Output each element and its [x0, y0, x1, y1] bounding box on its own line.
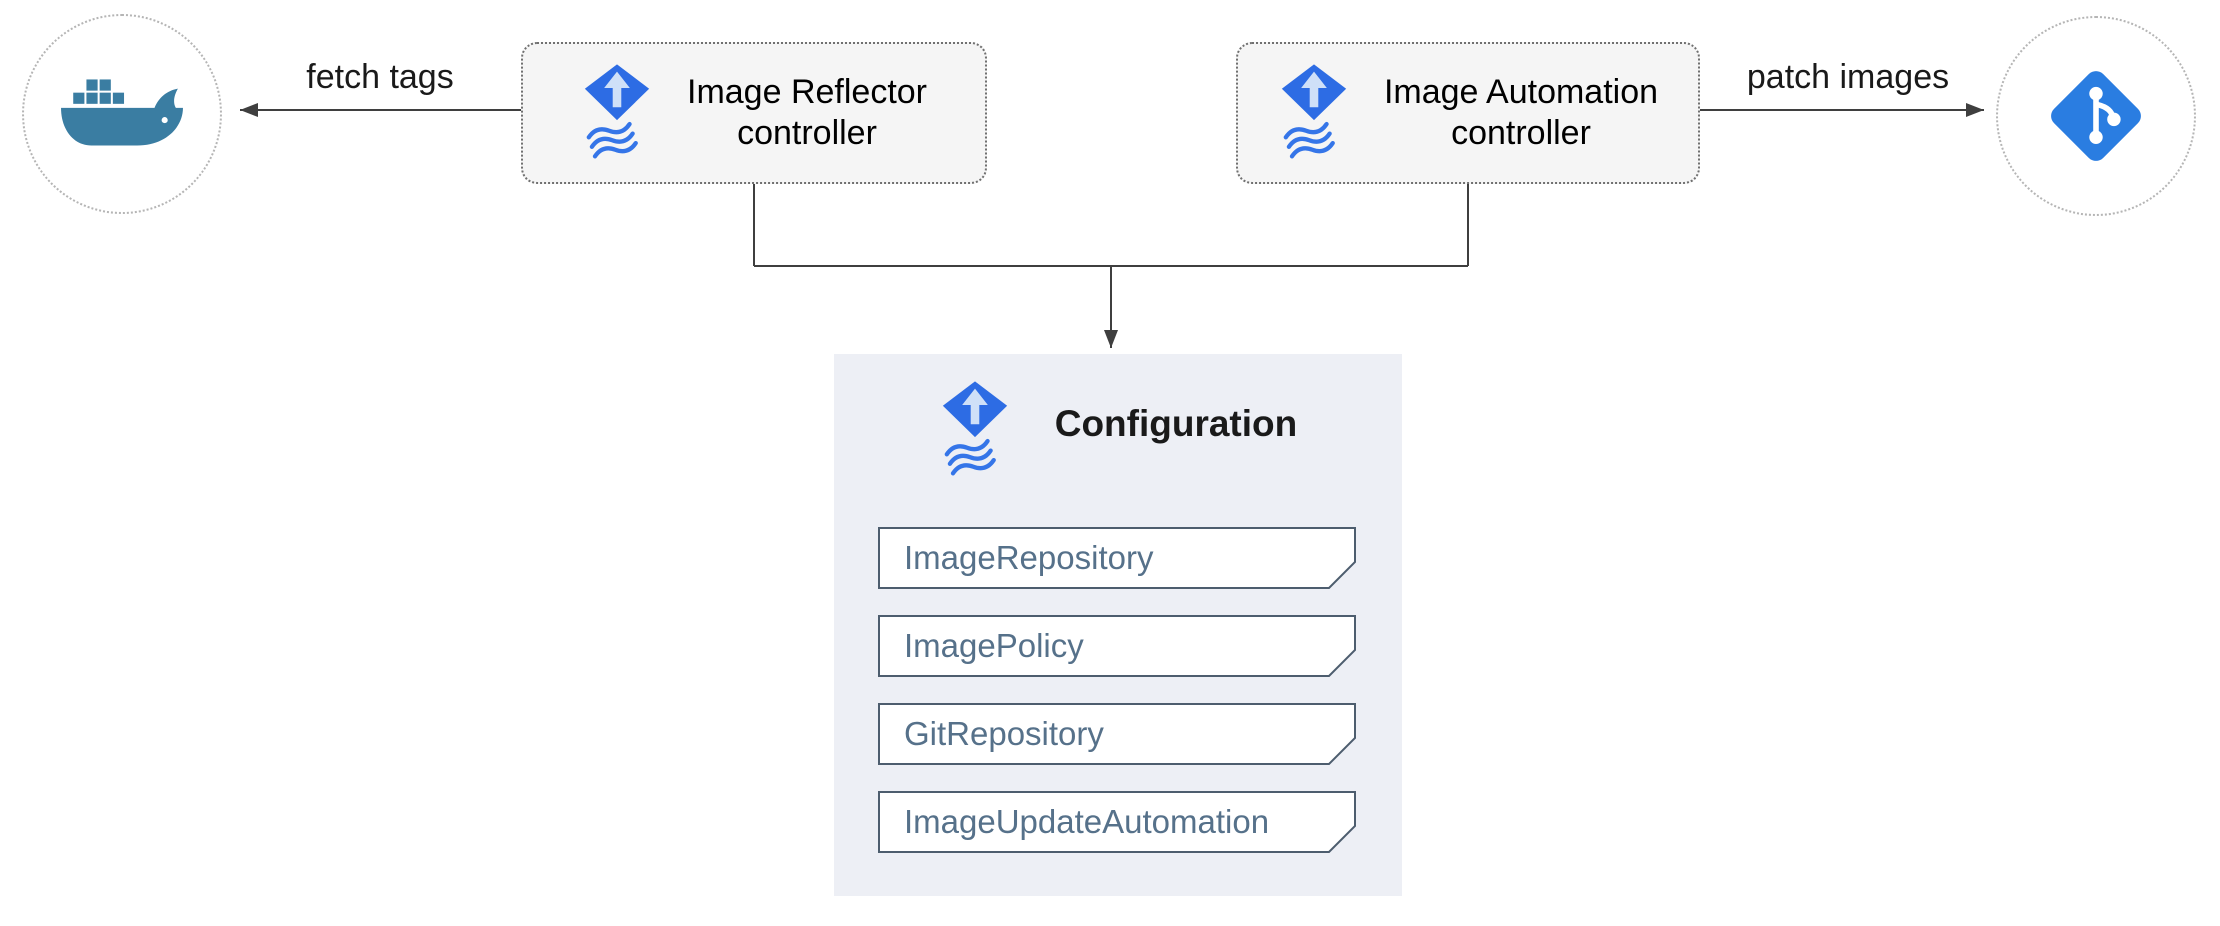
flux-icon	[581, 63, 653, 163]
configuration-header: Configuration	[834, 354, 1402, 480]
crd-item-label: GitRepository	[904, 715, 1104, 752]
configuration-panel: Configuration ImageRepository ImagePolic…	[834, 354, 1402, 896]
image-reflector-controller-label: Image Reflector controller	[687, 72, 927, 155]
fetch-tags-edge-label: fetch tags	[306, 58, 454, 96]
crd-item-label: ImageUpdateAutomation	[904, 803, 1270, 840]
crd-item-imagepolicy: ImagePolicy	[878, 615, 1356, 677]
label-line-1: Image Reflector	[687, 72, 927, 111]
git-repository-node	[1996, 16, 2196, 216]
card-shape	[878, 615, 1356, 677]
label-line-2: controller	[1451, 114, 1591, 152]
crd-item-imagerepository: ImageRepository	[878, 527, 1356, 589]
card-shape	[878, 703, 1356, 765]
flux-icon	[939, 380, 1011, 480]
card-shape	[878, 527, 1356, 589]
configuration-title: Configuration	[1054, 403, 1298, 444]
crd-item-label: ImageRepository	[904, 539, 1154, 576]
label-line-1: Image Automation	[1383, 72, 1659, 111]
label-line-2: controller	[737, 114, 877, 152]
card-shape	[878, 791, 1356, 853]
docker-whale-icon	[59, 74, 185, 154]
patch-images-edge-label: patch images	[1746, 58, 1950, 96]
flux-icon	[1278, 63, 1350, 163]
configuration-items: ImageRepository ImagePolicy GitRepositor…	[878, 527, 1356, 853]
image-reflector-controller-node: Image Reflector controller	[521, 42, 987, 184]
image-automation-controller-label: Image Automation controller	[1384, 72, 1658, 155]
crd-item-gitrepository: GitRepository	[878, 703, 1356, 765]
git-icon	[2040, 60, 2152, 172]
crd-item-label: ImagePolicy	[904, 627, 1084, 664]
docker-registry-node	[22, 14, 222, 214]
image-automation-controller-node: Image Automation controller	[1236, 42, 1700, 184]
crd-item-imageupdateautomation: ImageUpdateAutomation	[878, 791, 1356, 853]
